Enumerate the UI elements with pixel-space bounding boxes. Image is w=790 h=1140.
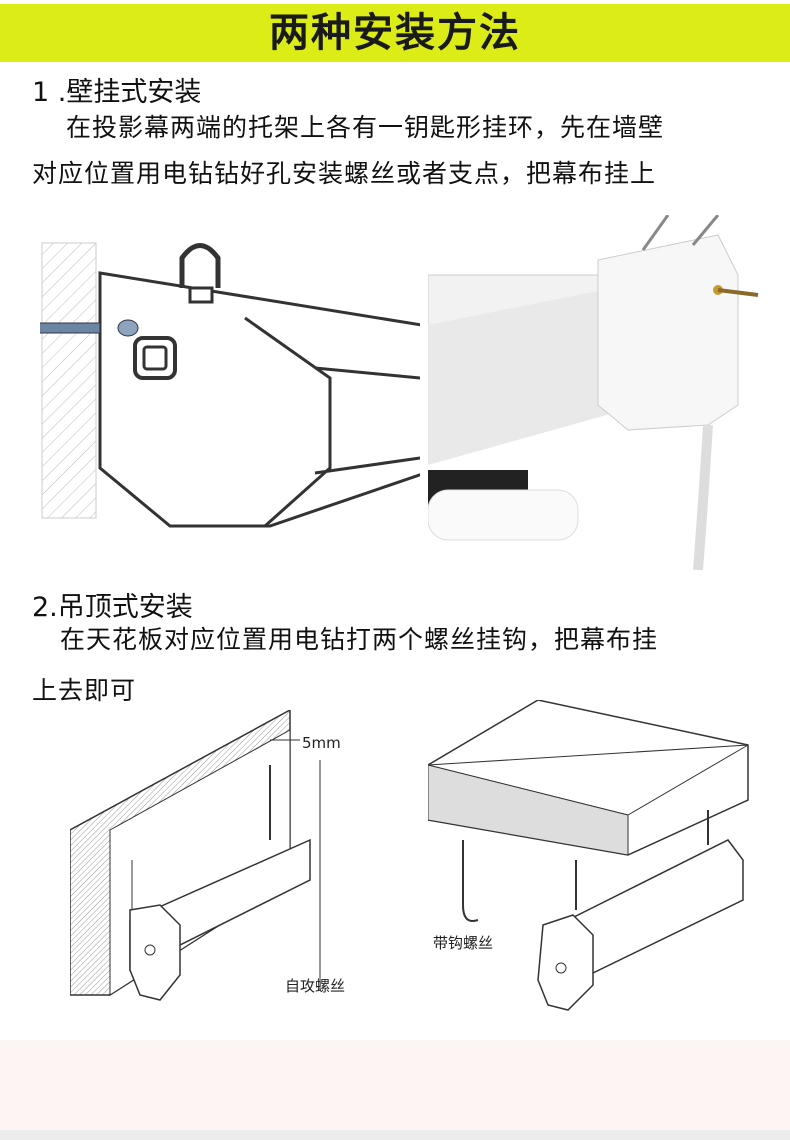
wall-mount-diagram: 5mm 自攻螺丝: [70, 710, 390, 1010]
ceiling-mount-diagram: 带钩螺丝: [428, 700, 758, 1020]
section2-heading: 2.吊顶式安装: [32, 592, 193, 623]
section1-heading: 1 .壁挂式安装: [32, 77, 202, 108]
section1-line-1: 在投影幕两端的托架上各有一钥匙形挂环，先在墙壁: [66, 113, 665, 142]
screw-label: 自攻螺丝: [285, 977, 345, 995]
wall-bracket-diagram: [40, 228, 420, 533]
section2-line-1: 在天花板对应位置用电钻打两个螺丝挂钩，把幕布挂: [60, 625, 659, 654]
dim-label: 5mm: [302, 734, 341, 752]
page-title: 两种安装方法: [269, 9, 521, 56]
section2-line-2: 上去即可: [32, 676, 137, 705]
screen-bracket-photo: [428, 215, 768, 575]
footer-divider: [0, 1130, 790, 1140]
hook-label: 带钩螺丝: [433, 934, 493, 952]
title-banner: 两种安装方法: [0, 4, 790, 62]
section1-line-2: 对应位置用电钻钻好孔安装螺丝或者支点，把幕布挂上: [32, 159, 657, 188]
footer-band: [0, 1040, 790, 1140]
